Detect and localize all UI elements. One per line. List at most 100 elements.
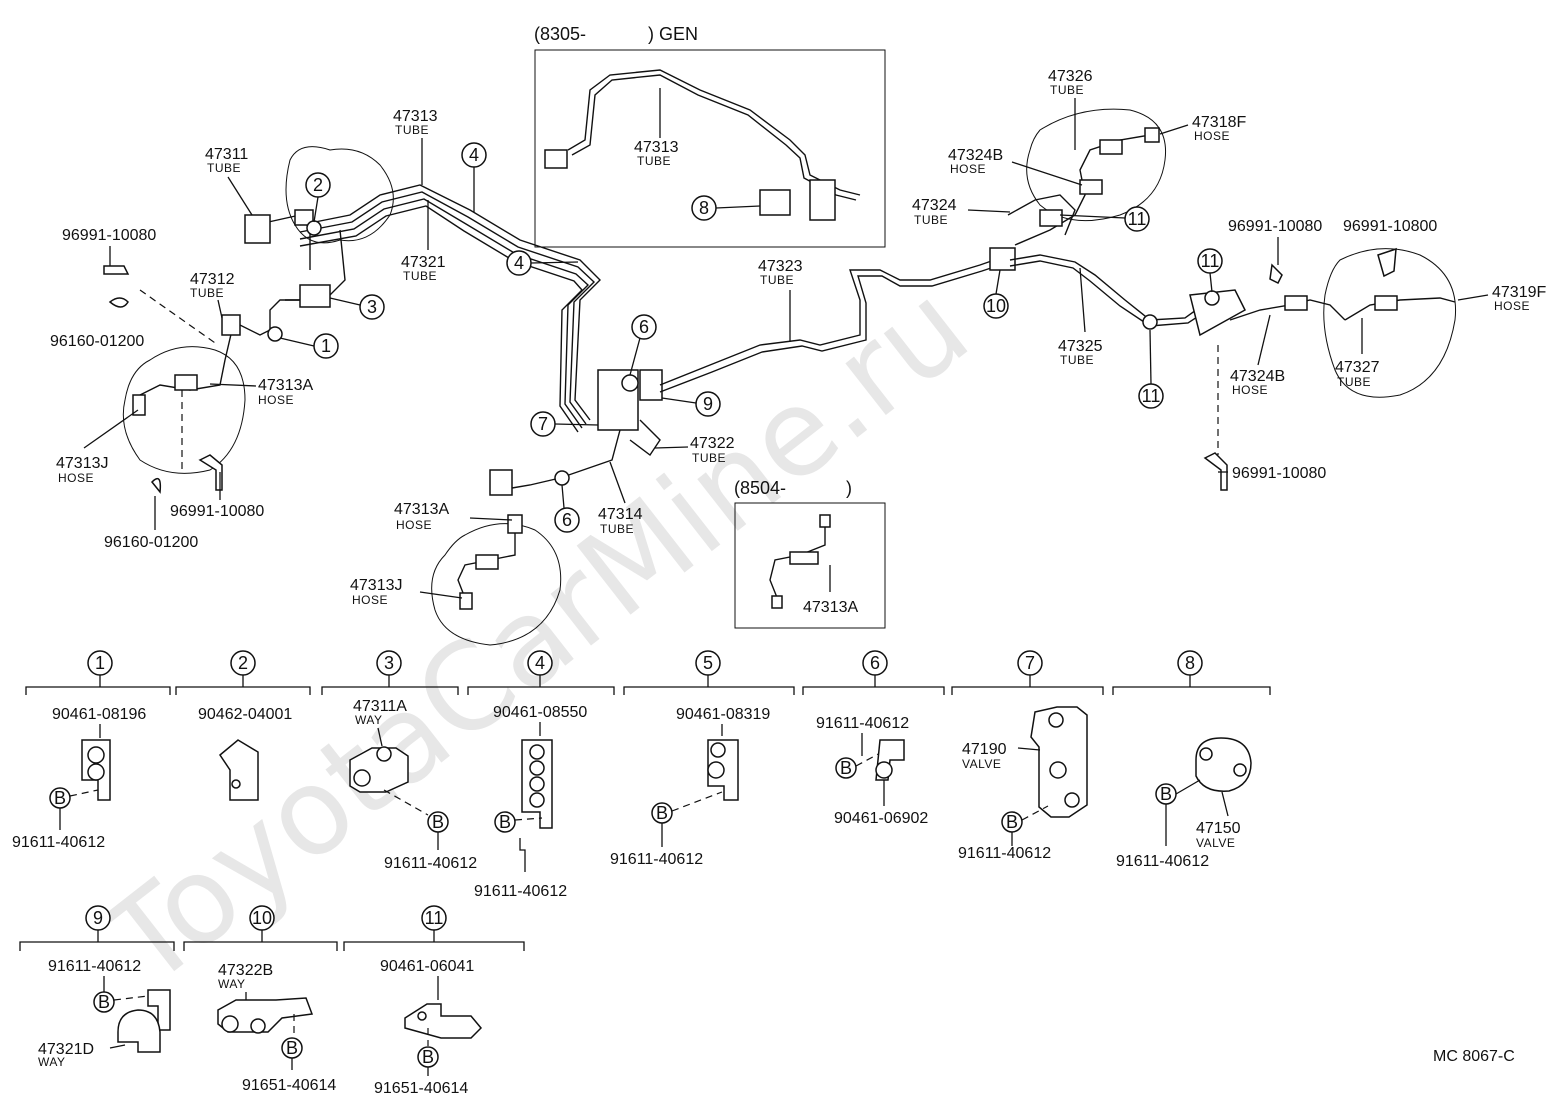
part-labels: 47311 TUBE 47313 TUBE 47321 TUBE 47312 T… xyxy=(50,68,1546,607)
legend-6-part-b: 90461-06902 xyxy=(834,810,928,827)
svg-text:11: 11 xyxy=(1128,209,1147,229)
label-47326: 47326 xyxy=(1048,68,1093,85)
legend-6-part-a: 91611-40612 xyxy=(816,715,909,732)
legend: 1 90461-08196 B 91611-40612 2 90462-0400… xyxy=(12,650,1271,1097)
label-47324B-top: 47324B xyxy=(948,147,1003,164)
svg-text:TUBE: TUBE xyxy=(692,451,726,465)
legend-1-part-a: 90461-08196 xyxy=(52,706,146,723)
inset-later: (8504- ) 47313A xyxy=(734,478,886,629)
svg-text:TUBE: TUBE xyxy=(1337,375,1371,389)
callout-11a: 11 xyxy=(1059,206,1150,232)
inset-gen: (8305- ) GEN 47313 TUBE 8 xyxy=(534,24,886,248)
svg-text:10: 10 xyxy=(986,296,1006,316)
label-47319F: 47319F xyxy=(1492,284,1546,301)
svg-text:11: 11 xyxy=(1201,251,1220,271)
legend-5-part-b: 91611-40612 xyxy=(610,851,703,868)
legend-10-part-a: 47322B xyxy=(218,962,273,979)
svg-text:TUBE: TUBE xyxy=(395,123,429,137)
svg-text:HOSE: HOSE xyxy=(396,518,432,532)
svg-text:6: 6 xyxy=(639,317,649,337)
svg-text:B: B xyxy=(286,1038,298,1058)
legend-item-9: 9 xyxy=(19,905,175,951)
legend-5-part-a: 90461-08319 xyxy=(676,706,770,723)
legend-8-part-b: 91611-40612 xyxy=(1116,853,1209,870)
svg-text:B: B xyxy=(432,812,444,832)
svg-text:TUBE: TUBE xyxy=(403,269,437,283)
callout-10: 10 xyxy=(983,269,1009,319)
label-96991-10080-c: 96991-10080 xyxy=(1228,218,1322,235)
svg-text:B: B xyxy=(54,788,66,808)
legend-9-part-b: 47321D xyxy=(38,1041,94,1058)
label-47311: 47311 xyxy=(205,146,248,163)
svg-text:HOSE: HOSE xyxy=(1494,299,1530,313)
callout-6b: 6 xyxy=(554,484,580,533)
label-47321: 47321 xyxy=(401,254,446,271)
callout-4a: 4 xyxy=(461,142,487,212)
svg-text:3: 3 xyxy=(384,653,394,673)
svg-text:5: 5 xyxy=(703,653,713,673)
label-96991-10080-b: 96991-10080 xyxy=(170,503,264,520)
svg-text:8: 8 xyxy=(699,198,709,218)
svg-text:B: B xyxy=(1160,784,1172,804)
brake-lines xyxy=(122,108,1457,646)
legend-item-2: 2 xyxy=(175,650,311,695)
svg-text:HOSE: HOSE xyxy=(1194,129,1230,143)
legend-item-8: 8 xyxy=(1112,650,1271,695)
legend-7-part-a: 47190 xyxy=(962,741,1007,758)
svg-text:TUBE: TUBE xyxy=(760,273,794,287)
legend-2-part-a: 90462-04001 xyxy=(198,706,292,723)
callout-11b: 11 xyxy=(1197,248,1223,293)
callout-7: 7 xyxy=(530,411,599,437)
svg-text:TUBE: TUBE xyxy=(207,161,241,175)
svg-text:HOSE: HOSE xyxy=(950,162,986,176)
label-96991-10800: 96991-10800 xyxy=(1343,218,1437,235)
legend-11-part-a: 90461-06041 xyxy=(380,958,474,975)
legend-3-part-b: 91611-40612 xyxy=(384,855,477,872)
svg-text:B: B xyxy=(98,992,110,1012)
legend-item-4: 4 xyxy=(467,650,615,695)
legend-item-1: 1 xyxy=(25,650,171,695)
callout-6a: 6 xyxy=(629,314,657,376)
svg-text:1: 1 xyxy=(95,653,105,673)
svg-text:WAY: WAY xyxy=(218,977,246,991)
label-47323: 47323 xyxy=(758,258,803,275)
label-96160-01200-b: 96160-01200 xyxy=(104,534,198,551)
label-96160-01200-a: 96160-01200 xyxy=(50,333,144,350)
label-47324: 47324 xyxy=(912,197,957,214)
legend-11-part-b: 91651-40614 xyxy=(374,1080,468,1097)
svg-text:B: B xyxy=(656,803,668,823)
svg-text:6: 6 xyxy=(562,510,572,530)
legend-item-11: 11 xyxy=(343,905,525,951)
legend-4-part-b: 91611-40612 xyxy=(474,883,567,900)
label-47314: 47314 xyxy=(598,506,643,523)
watermark: ToyotaCarMine.ru xyxy=(81,258,993,1014)
legend-7-part-b: 91611-40612 xyxy=(958,845,1051,862)
label-47313J-mid: 47313J xyxy=(350,577,403,594)
label-47327: 47327 xyxy=(1335,359,1380,376)
legend-8-part-a: 47150 xyxy=(1196,820,1241,837)
callout-9: 9 xyxy=(661,391,721,417)
label-47322: 47322 xyxy=(690,435,735,452)
svg-text:HOSE: HOSE xyxy=(1232,383,1268,397)
inset-gen-label-tail: ) GEN xyxy=(648,24,698,44)
callout-2: 2 xyxy=(305,172,331,223)
legend-item-3: 3 xyxy=(321,650,459,695)
svg-text:4: 4 xyxy=(469,145,479,165)
svg-text:7: 7 xyxy=(538,414,548,434)
legend-4-part-a: 90461-08550 xyxy=(493,704,587,721)
svg-text:B: B xyxy=(840,758,852,778)
inset-later-label: (8504- xyxy=(734,478,786,498)
legend-1-part-b: 91611-40612 xyxy=(12,834,105,851)
svg-text:11: 11 xyxy=(1142,386,1161,406)
svg-text:B: B xyxy=(499,812,511,832)
svg-text:8: 8 xyxy=(1185,653,1195,673)
svg-text:TUBE: TUBE xyxy=(1050,83,1084,97)
legend-10-part-b: 91651-40614 xyxy=(242,1077,336,1094)
legend-item-7: 7 xyxy=(951,650,1104,695)
svg-text:TUBE: TUBE xyxy=(600,522,634,536)
inset-gen-label: (8305- xyxy=(534,24,586,44)
svg-text:4: 4 xyxy=(535,653,545,673)
inset-later-label-tail: ) xyxy=(846,478,852,498)
svg-text:TUBE: TUBE xyxy=(914,213,948,227)
